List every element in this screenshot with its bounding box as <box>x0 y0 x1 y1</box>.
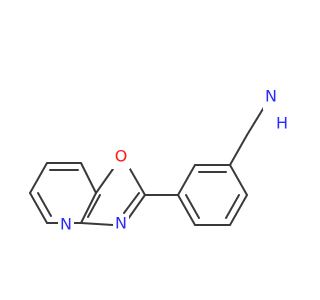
bond-c3a-c7a <box>80 192 97 224</box>
bond-c4p-c5p-double <box>225 194 240 219</box>
bond-ch2-n <box>246 103 267 136</box>
bond-c5-c4 <box>29 192 48 224</box>
bonds <box>29 103 267 226</box>
atom-labels: O N N N H <box>58 87 290 236</box>
molecule-canvas: O N N N H <box>29 86 290 236</box>
bond-c6p-c1p-double <box>185 194 200 219</box>
bond-c2-n3 <box>127 194 146 220</box>
oxygen-atom-label: O <box>115 147 128 166</box>
bond-n3-c3a <box>80 222 114 226</box>
bond-c6-c5 <box>29 162 48 194</box>
pyridine-nitrogen-label: N <box>60 215 72 234</box>
bond-c5-c4-double <box>37 192 52 217</box>
bond-c6p-c1p <box>177 194 196 226</box>
bond-c4p-c5p <box>229 194 248 226</box>
bond-c3p-c4p <box>229 164 248 196</box>
bond-c3p-ch2 <box>229 134 248 166</box>
amine-hydrogen-label: H <box>276 114 288 133</box>
bond-c7a-c7 <box>80 162 97 194</box>
bond-o1-c2 <box>129 168 146 196</box>
bond-c2-n3-double <box>123 192 140 214</box>
bond-c3a-c7a-double <box>87 194 101 218</box>
oxazole-nitrogen-label: N <box>115 214 127 233</box>
amine-nitrogen-label: N <box>265 87 277 106</box>
bond-c1p-c2p <box>177 164 196 196</box>
bond-c7a-o1 <box>95 168 114 194</box>
molecule-diagram: O N N N H <box>29 86 290 236</box>
